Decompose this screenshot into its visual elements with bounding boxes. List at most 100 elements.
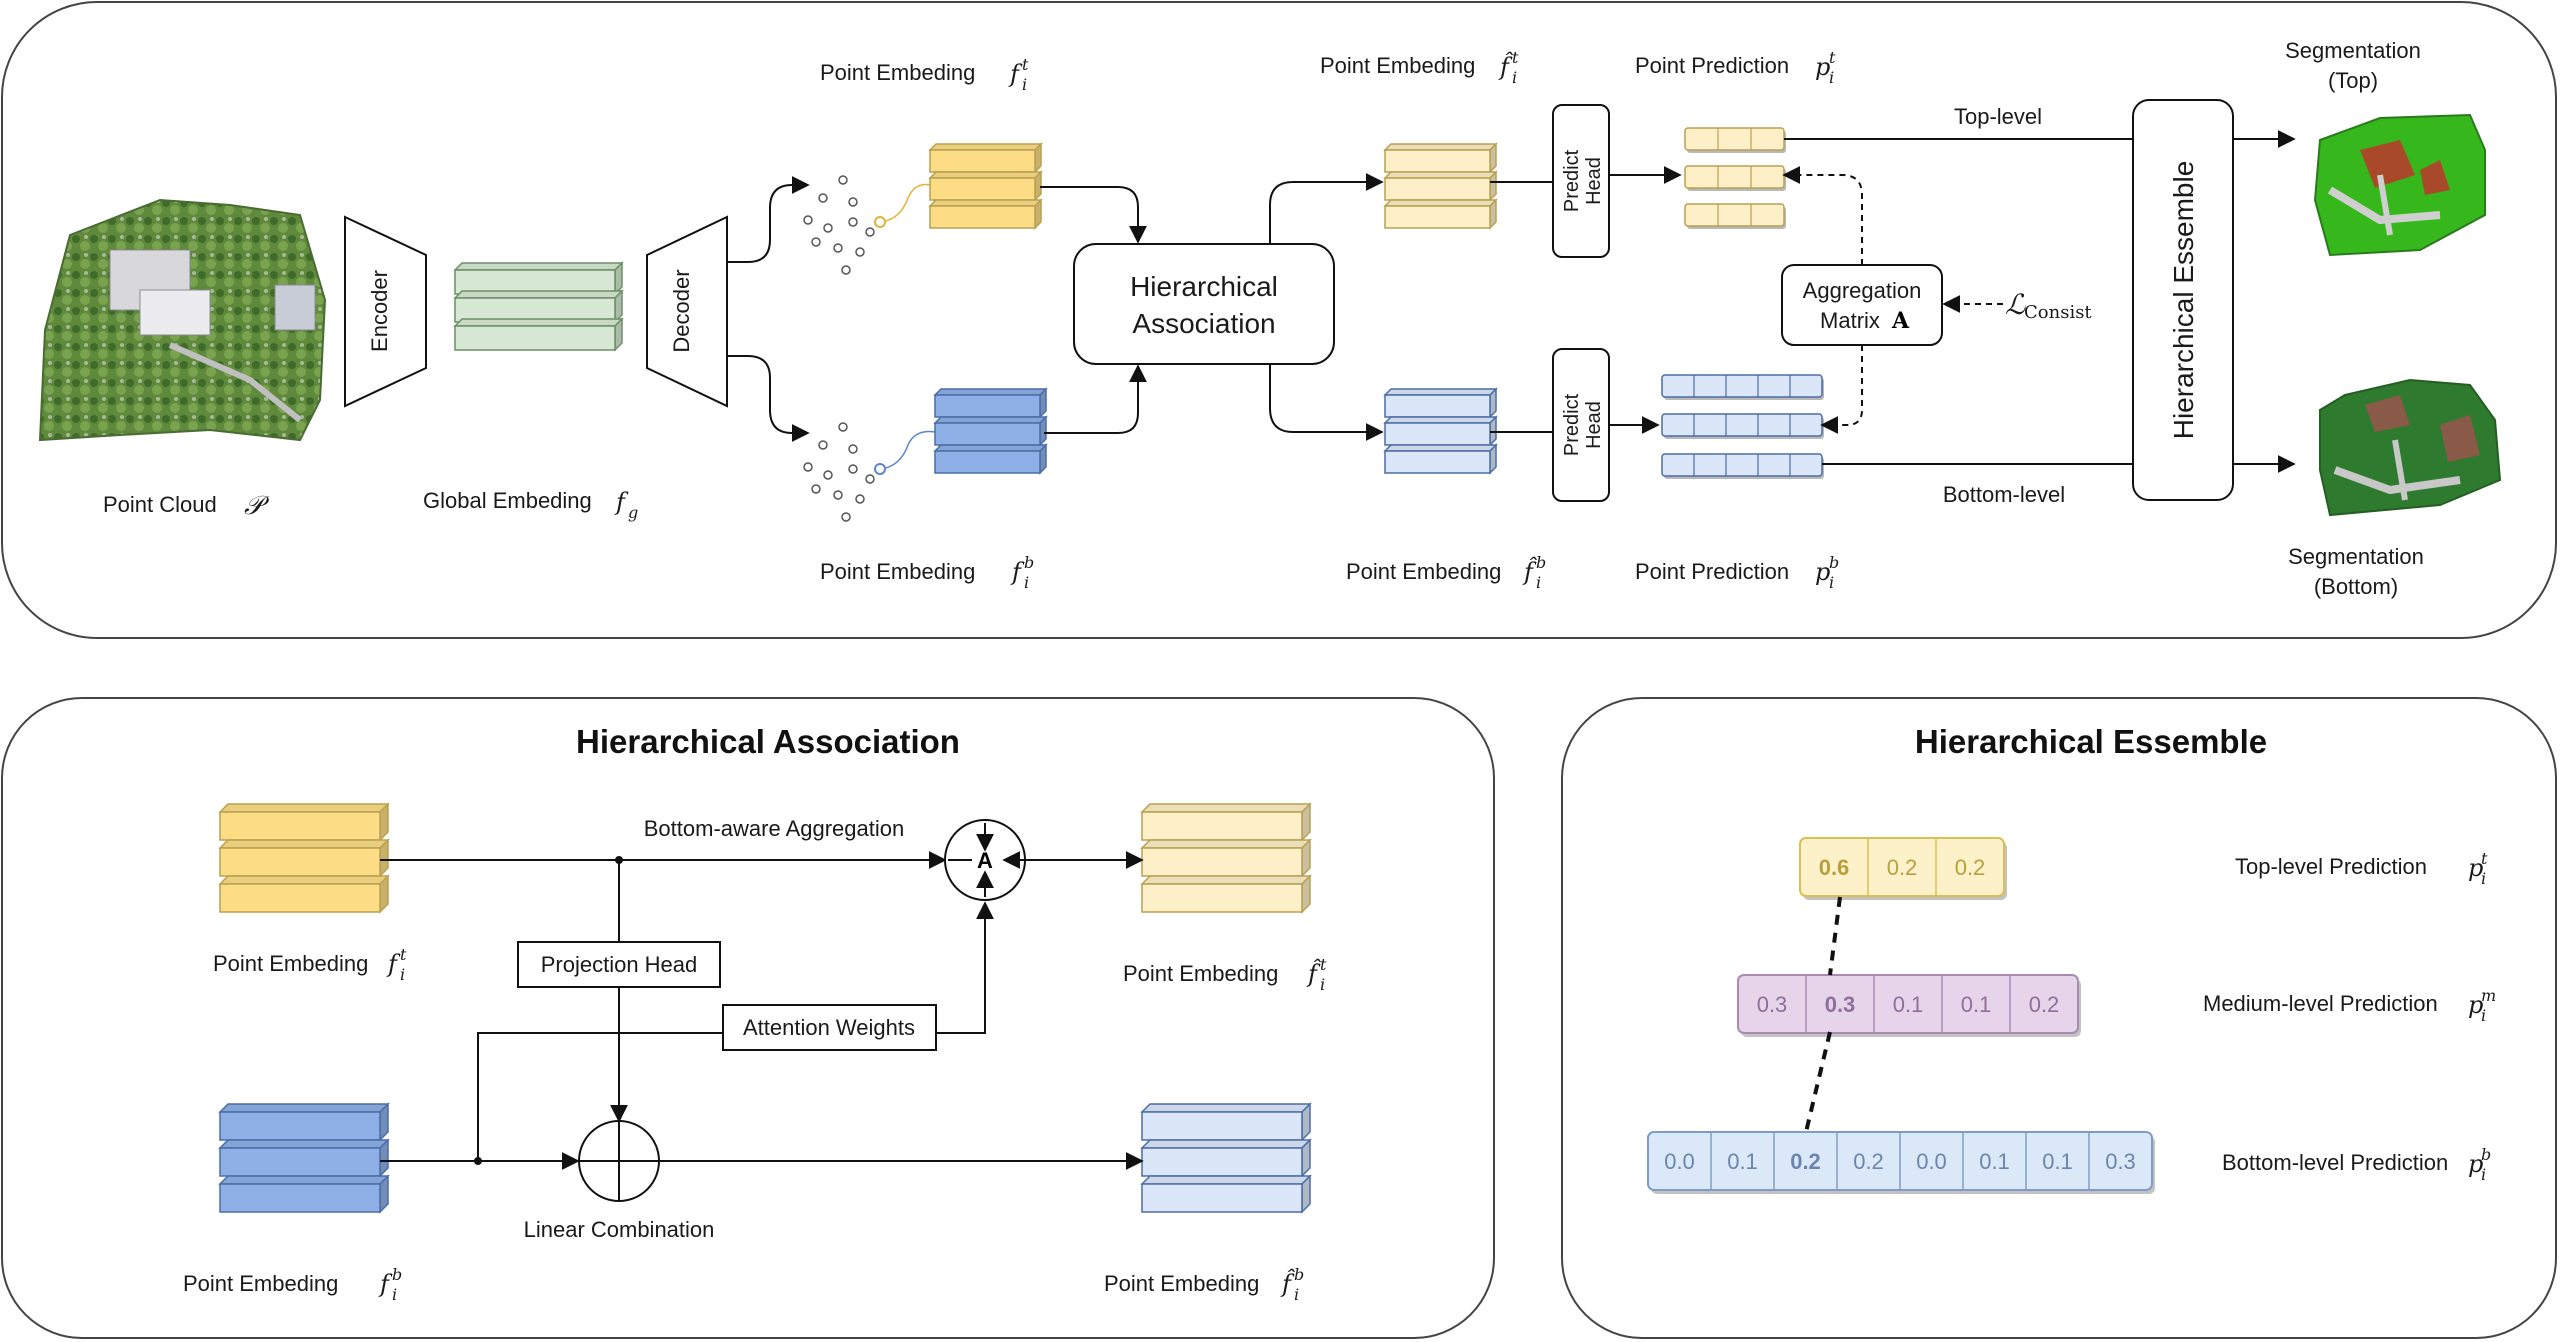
point-prediction-top-vectors — [1684, 127, 1786, 229]
assoc-top-output-symbol: f̂ i t — [1306, 955, 1327, 994]
ensemble-cell-value: 0.2 — [1887, 855, 1918, 880]
ensemble-cell-value: 0.3 — [2105, 1149, 2136, 1174]
point-embedding-top-symbol: f i t — [1008, 55, 1029, 94]
svg-text:g: g — [628, 503, 638, 522]
svg-text:ℒ: ℒ — [2005, 288, 2026, 321]
projection-head-box — [517, 941, 721, 988]
point-prediction-top-label: Point Prediction — [1635, 53, 1789, 78]
point-prediction-bottom-symbol: p i b — [1815, 553, 1839, 592]
point-embedding-bottom-symbol: f i b — [1010, 553, 1034, 592]
assoc-to-top-hat-arrow — [1269, 173, 1384, 244]
ensemble-row-sup: b — [2481, 1145, 2491, 1164]
aggregation-to-bottom-pred-arrow — [1820, 345, 1863, 434]
point-dot — [823, 223, 833, 233]
svg-text:i: i — [1512, 68, 1517, 87]
consistency-loss-symbol: ℒ Consist — [2005, 288, 2092, 323]
point-dot — [811, 237, 821, 247]
top-emb-to-assoc-arrow — [1040, 186, 1147, 244]
aggregation-line1: Aggregation — [1803, 278, 1922, 303]
embedding-slab — [928, 142, 1043, 174]
point-embedding-hat-top-label: Point Embeding — [1320, 53, 1475, 78]
prediction-vector — [1661, 374, 1824, 400]
hierarchical-ensemble-label: Hierarchical Essemble — [2168, 161, 2199, 440]
svg-text:t: t — [400, 945, 407, 964]
ensemble-cell-value: 0.1 — [1961, 992, 1992, 1017]
prediction-vector — [1684, 165, 1786, 191]
point-dot — [803, 215, 813, 225]
point-dot — [848, 197, 858, 207]
ensemble-row-symbol: p — [2468, 1150, 2483, 1178]
assoc-top-input-symbol: f i t — [386, 945, 407, 984]
ensemble-cell-value: 0.0 — [1664, 1149, 1695, 1174]
point-dot — [848, 464, 858, 474]
point-embedding-hat-bottom-symbol: f̂ i b — [1522, 553, 1546, 592]
aggregation-line2: Matrix — [1820, 308, 1880, 333]
svg-text:Consist: Consist — [2024, 302, 2092, 323]
point-embedding-hat-bottom-label: Point Embeding — [1346, 559, 1501, 584]
segmentation-top-image — [2313, 113, 2486, 257]
point-dot — [818, 193, 828, 203]
predict-head-bottom-line2: Head — [1583, 401, 1605, 449]
svg-text:t: t — [1320, 955, 1327, 974]
decoder-label: Decoder — [669, 269, 694, 352]
embedding-slab — [1383, 170, 1498, 202]
svg-text:i: i — [1829, 573, 1834, 592]
embedding-slab — [1383, 198, 1498, 230]
embedding-slab — [933, 443, 1048, 475]
ensemble-row-label: Top-level Prediction — [2235, 854, 2427, 879]
point-dot — [865, 474, 875, 484]
assoc-top-output-label: Point Embeding — [1123, 961, 1278, 986]
svg-text:b: b — [392, 1265, 402, 1284]
embedding-slab — [933, 415, 1048, 447]
point-dot — [811, 484, 821, 494]
attention-weights-box — [722, 1004, 937, 1051]
ensemble-row-sub: i — [2481, 869, 2486, 888]
association-panel — [1, 697, 1495, 1339]
prediction-vector — [1661, 413, 1824, 439]
highlight-point — [874, 216, 886, 228]
point-embedding-top-stack — [928, 142, 1043, 230]
svg-text:b: b — [1024, 553, 1034, 572]
ensemble-row-sub: i — [2481, 1165, 2486, 1184]
ensemble-cell-value: 0.2 — [1853, 1149, 1884, 1174]
point-dot — [848, 444, 858, 454]
ensemble-dashed-link-2 — [1804, 1031, 1832, 1133]
ensemble-row-label: Medium-level Prediction — [2203, 991, 2438, 1016]
point-dot — [848, 217, 858, 227]
predict-head-top — [1552, 104, 1610, 258]
embedding-slab — [218, 1138, 390, 1178]
highlight-point — [874, 463, 886, 475]
svg-text:t: t — [1022, 55, 1029, 74]
embedding-slab — [218, 1102, 390, 1142]
hierarchical-association-line2: Association — [1132, 308, 1275, 339]
point-dot — [865, 227, 875, 237]
projection-head-label: Projection Head — [541, 952, 698, 977]
point-link — [879, 430, 936, 470]
point-cloud-symbol: 𝒫 — [244, 491, 270, 521]
global-embedding-stack — [453, 261, 624, 352]
ensemble-cell-value: 0.1 — [1893, 992, 1924, 1017]
point-dot — [833, 243, 843, 253]
ensemble-cell-value: 0.1 — [1979, 1149, 2010, 1174]
assoc-bottom-input-symbol: f i b — [378, 1265, 402, 1304]
global-embedding-symbol: f g — [614, 488, 638, 522]
aggregation-symbol: A — [1891, 308, 1910, 334]
point-embedding-hat-bottom-stack — [1383, 387, 1498, 475]
svg-text:f: f — [1008, 60, 1023, 88]
svg-text:i: i — [392, 1285, 397, 1304]
ensemble-cell-value: 0.2 — [1955, 855, 1986, 880]
ensemble-row-symbol: p — [2468, 991, 2483, 1019]
bottom-level-label: Bottom-level — [1943, 482, 2065, 507]
svg-text:i: i — [400, 965, 405, 984]
embedding-slab — [218, 802, 390, 842]
ensemble-cell-value: 0.3 — [1757, 992, 1788, 1017]
ensemble-cell-value: 0.2 — [1790, 1149, 1821, 1174]
aggregation-node-label: A — [977, 848, 993, 873]
ensemble-row-symbol: p — [2468, 854, 2483, 882]
assoc-bottom-output-symbol: f̂ i b — [1280, 1265, 1304, 1304]
decoder-to-bottom-arrow — [727, 355, 810, 442]
assoc-bottom-output-label: Point Embeding — [1104, 1271, 1259, 1296]
attention-weights-label: Attention Weights — [743, 1015, 915, 1040]
